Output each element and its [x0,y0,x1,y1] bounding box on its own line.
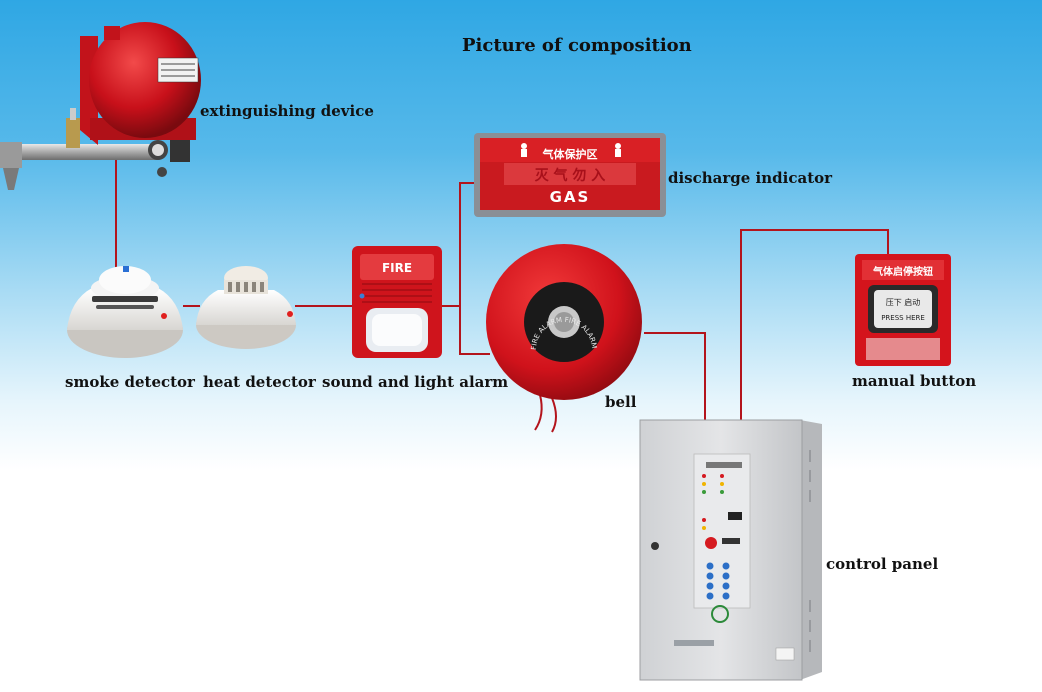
speaker-grille [362,283,432,303]
smoke-vent [92,296,158,302]
pipe-elbow [0,142,22,168]
discharge-indicator [474,133,666,217]
button-here-text: PRESS HERE [881,314,925,322]
smoke-detector [67,266,183,358]
control-panel-unit [639,419,822,681]
led-icon [161,313,167,319]
pipe [10,144,160,160]
panel-keypad[interactable] [706,562,730,600]
nozzle [3,168,19,190]
page-title: Picture of composition [462,35,692,56]
panel-lock-icon[interactable] [651,542,659,550]
wire-bell-panel [644,332,706,420]
label-heat-detector: heat detector [203,373,316,391]
brass-valve [66,118,80,148]
led-icon [287,311,293,317]
wire-bus-indicator [459,182,478,306]
label-sound-light-alarm: sound and light alarm [322,373,509,391]
indicator-top-text: 气体保护区 [542,147,598,161]
label-bell: bell [605,393,637,411]
label-extinguishing-device: extinguishing device [200,102,374,120]
person-icon [521,143,527,149]
wire-panel-button [740,229,889,420]
panel-leds [702,474,724,530]
button-top-text: 气体启停按钮 [872,265,933,278]
label-smoke-detector: smoke detector [65,373,195,391]
fire-bell [486,244,642,433]
manual-button [855,254,951,366]
sound-light-alarm [352,246,442,358]
alarm-fire-text: FIRE [382,261,412,275]
indicator-gas-text: GAS [550,188,591,206]
label-discharge-indicator: discharge indicator [668,169,833,187]
person-icon [615,143,621,149]
ccc-logo-icon [711,605,729,623]
heat-detector [196,266,296,349]
wire-bus-bell [459,306,490,355]
wiring [115,150,889,420]
panel-nameplate [775,647,795,661]
brand-logo-icon [123,266,129,272]
label-manual-button: manual button [852,372,977,390]
button-mid-text: 压下 启动 [886,297,921,307]
tank [89,22,201,138]
label-control-panel: control panel [826,555,939,573]
emergency-stop-button[interactable] [705,537,717,549]
extinguishing-device [0,22,201,190]
panel-display [728,512,742,520]
indicator-mid-text: 灭 气 勿 入 [534,167,606,184]
